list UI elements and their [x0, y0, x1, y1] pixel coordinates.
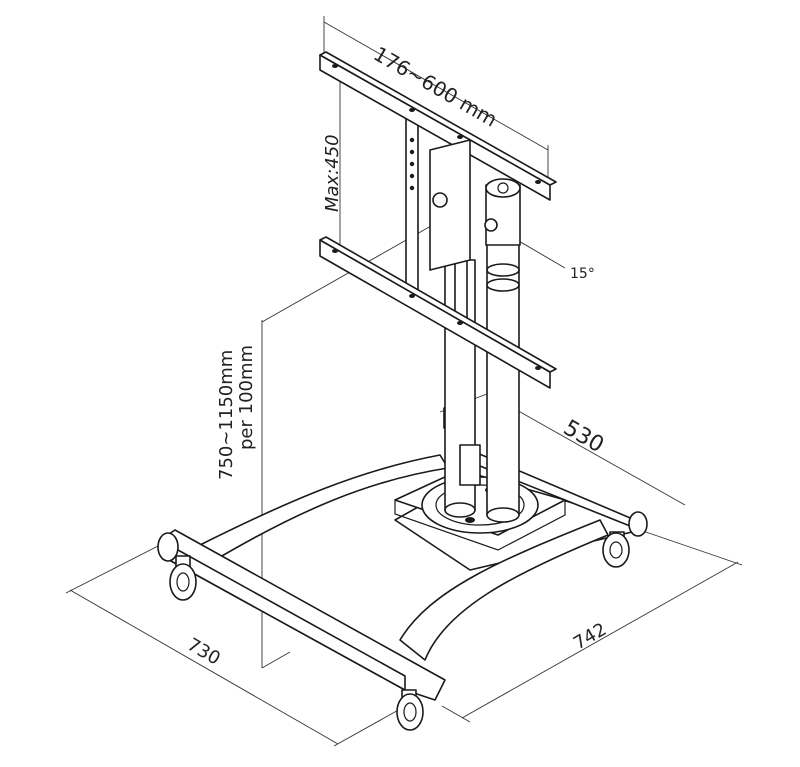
caster-back-right: [602, 531, 630, 568]
depth-outer-label: 742: [570, 619, 610, 654]
depth-inner-label: 530: [559, 416, 608, 459]
caster-front-right: [396, 689, 424, 731]
tilt-angle-label: 15°: [570, 266, 595, 282]
height-range-label-line1: 750~1150mm: [216, 350, 237, 480]
vesa-bracket: [319, 51, 557, 389]
width-label: 730: [184, 634, 224, 669]
height-range-label-line2: per 100mm: [236, 345, 257, 450]
base-frame: [157, 449, 648, 701]
vesa-height-label: Max:450: [322, 134, 343, 212]
dimension-lines: [65, 16, 743, 747]
caster-front-left: [169, 555, 197, 601]
